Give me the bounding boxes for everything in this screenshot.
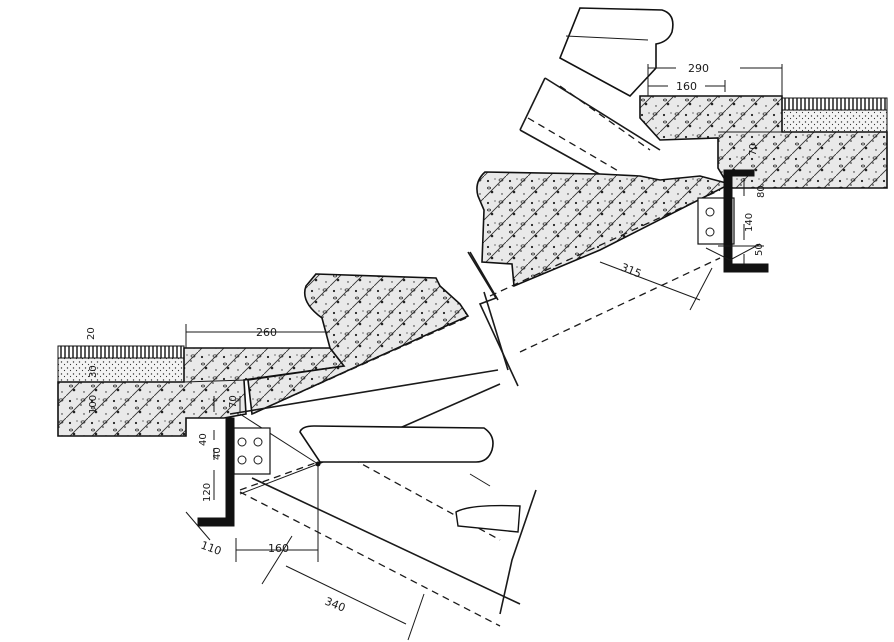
dim-40-left-a: 40 xyxy=(198,433,209,446)
dim-30: 30 xyxy=(88,365,99,378)
dim-110: 110 xyxy=(199,539,223,558)
upper-stringer xyxy=(519,77,661,181)
upper-top-tread xyxy=(558,7,674,97)
dim-100: 100 xyxy=(88,395,99,414)
lower-landing-slab xyxy=(57,345,346,437)
dim-315: 315 xyxy=(619,261,643,281)
dim-20: 20 xyxy=(86,327,97,340)
dim-160-bottom: 160 xyxy=(268,542,289,555)
break-line xyxy=(467,251,519,387)
dim-70-left: 70 xyxy=(228,395,239,408)
upper-landing-slab xyxy=(639,95,888,189)
dim-260: 260 xyxy=(256,326,277,339)
dim-340: 340 xyxy=(323,595,347,615)
dim-50: 50 xyxy=(754,243,765,256)
dim-70-right: 70 xyxy=(748,143,759,156)
dim-290: 290 xyxy=(688,62,709,75)
lower-underside-tread xyxy=(299,425,537,615)
upper-dimension-lines xyxy=(599,64,783,301)
upper-flight-step xyxy=(469,171,733,371)
dim-120: 120 xyxy=(202,483,213,502)
lower-flight-step xyxy=(247,273,470,416)
dim-40-left-b: 40 xyxy=(212,447,223,460)
lower-dimension-lines xyxy=(185,324,425,641)
dim-80: 80 xyxy=(756,185,767,198)
dim-160-top: 160 xyxy=(676,80,697,93)
lower-angle-connection xyxy=(185,417,271,541)
upper-angle-connection xyxy=(689,169,769,311)
dim-140-right: 140 xyxy=(744,213,755,232)
